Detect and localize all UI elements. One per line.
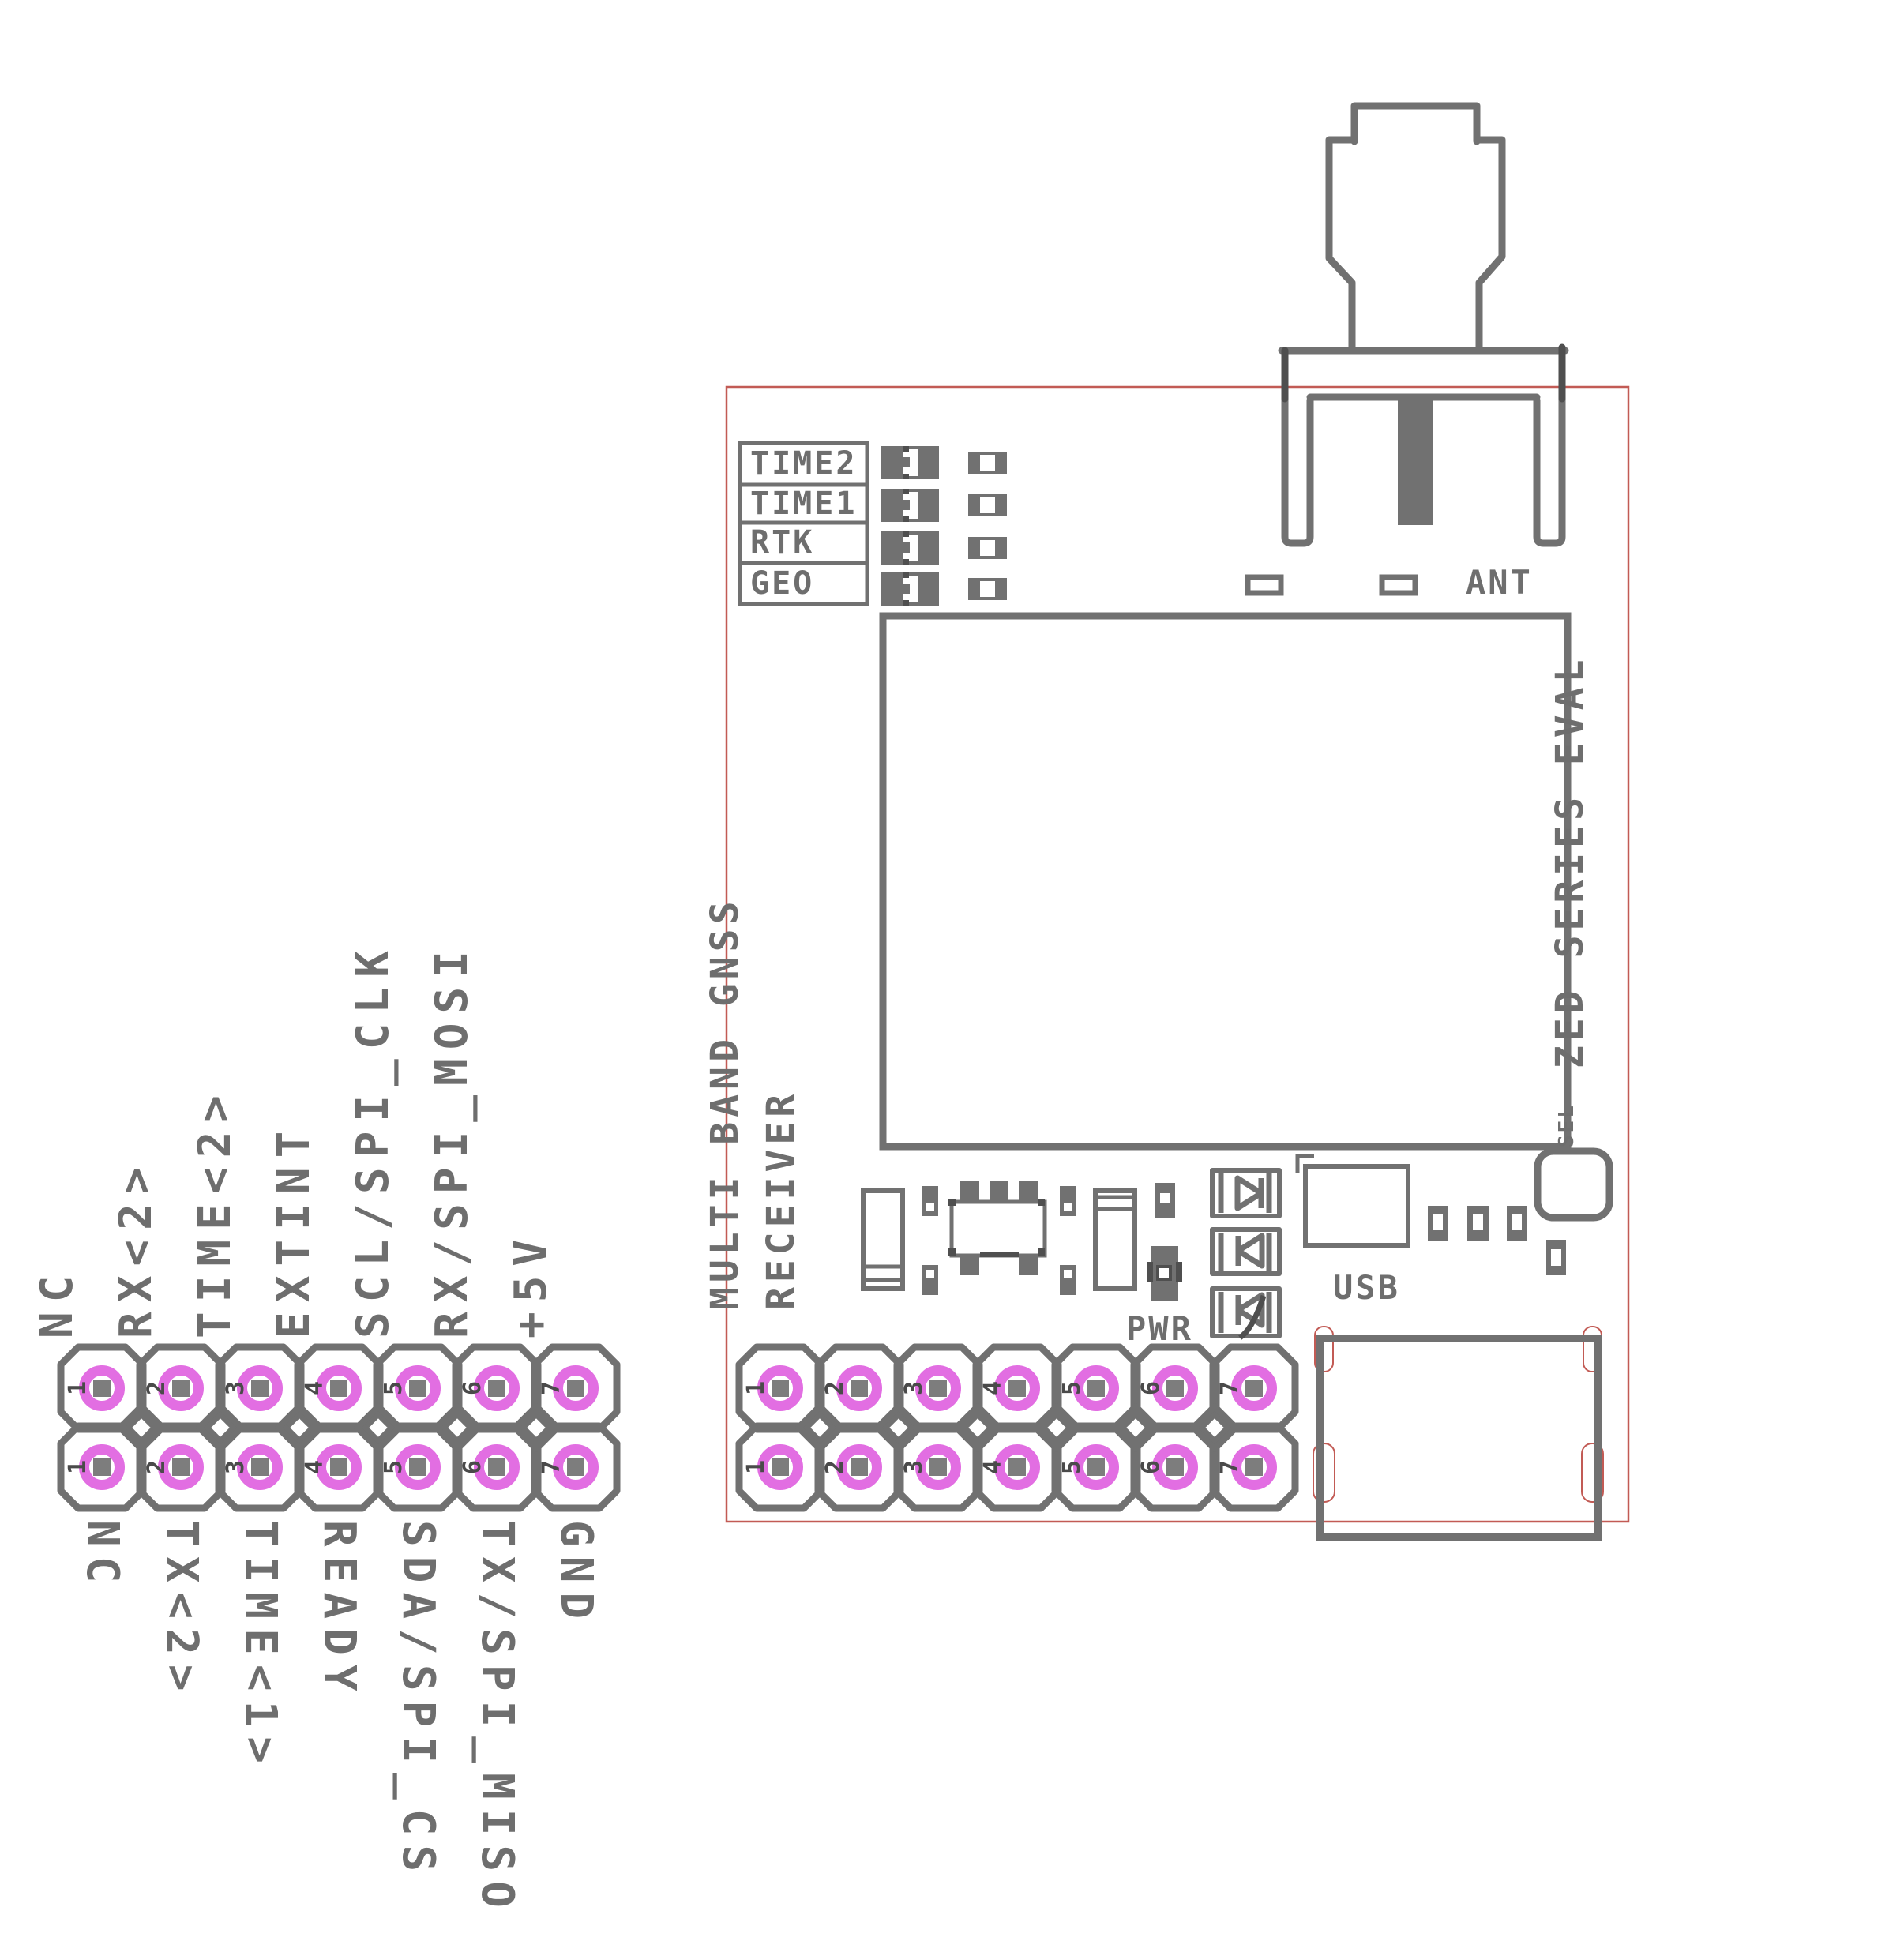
ext-pin-row2-6: 6 — [459, 1459, 486, 1475]
pwr-led-footprint — [1147, 1246, 1182, 1301]
header-top-label-2: RX<2> — [111, 1158, 162, 1338]
board-pin-row1-5: 5 — [1058, 1380, 1086, 1396]
sel-label: SEL — [1555, 1103, 1579, 1147]
board-pin-row1-1: 1 — [742, 1380, 770, 1396]
led-label-2: TIME1 — [750, 486, 858, 522]
led-resistor-footprints — [968, 452, 1007, 600]
header-top-label-6: RX/SPI_MOSI — [426, 941, 478, 1338]
board-pin-row1-7: 7 — [1216, 1380, 1244, 1396]
gnss-module-outline — [879, 612, 1572, 1151]
antenna-flange — [1278, 347, 1569, 401]
ext-pin-row2-7: 7 — [538, 1459, 565, 1475]
ext-pin-row1-3: 3 — [222, 1380, 250, 1396]
small-pads-trio — [1428, 1206, 1527, 1241]
usb-label: USB — [1333, 1268, 1400, 1307]
led-footprint-geo — [881, 572, 939, 606]
capacitor-left — [861, 1188, 905, 1291]
antenna-right-leg — [1533, 350, 1566, 547]
ext-pin-row1-6: 6 — [459, 1380, 486, 1396]
board-pin-row2-6: 6 — [1137, 1459, 1165, 1475]
ext-pin-row2-2: 2 — [143, 1459, 171, 1475]
led-footprint-rtk — [881, 531, 939, 565]
header-bottom-label-6: TX/SPI_MISO — [471, 1520, 523, 1917]
led-footprint-time1 — [881, 489, 939, 522]
board-header-footprint — [735, 1343, 1299, 1512]
header-top-label-4: EXTINT — [269, 1121, 320, 1338]
led-label-1: TIME2 — [750, 445, 858, 482]
header-bottom-label-4: READY — [314, 1520, 365, 1701]
led-indicator-block — [738, 441, 1007, 606]
board-pin-row1-4: 4 — [979, 1380, 1007, 1396]
diode-3 — [1210, 1286, 1282, 1340]
silkscreen-title-line1: MULTI BAND GNSS — [703, 896, 747, 1310]
ext-pin-row1-1: 1 — [64, 1380, 92, 1396]
antenna-board-overlap — [1281, 343, 1566, 403]
board-pin-row2-5: 5 — [1058, 1459, 1086, 1475]
board-pin-row2-2: 2 — [821, 1459, 849, 1475]
board-pin-row2-7: 7 — [1216, 1459, 1244, 1475]
header-top-label-1: NC — [32, 1266, 83, 1338]
led-label-3: RTK — [750, 524, 815, 561]
antenna-label: ANT — [1466, 563, 1533, 602]
ext-pin-row1-5: 5 — [380, 1380, 407, 1396]
external-header-footprint — [57, 1343, 621, 1512]
antenna-feed-pads — [1245, 574, 1418, 596]
header-top-label-3: TIME<2> — [190, 1085, 241, 1338]
diode-2 — [1210, 1227, 1282, 1276]
antenna-center-pin — [1398, 399, 1433, 525]
small-pad-d — [1546, 1240, 1566, 1275]
board-pin-row1-6: 6 — [1137, 1380, 1165, 1396]
ext-pin-row1-7: 7 — [538, 1380, 565, 1396]
usb-mount-slots — [1313, 1326, 1604, 1503]
board-pin-row2-3: 3 — [900, 1459, 928, 1475]
header-bottom-label-7: GND — [550, 1520, 602, 1629]
usb-connector-outline — [1316, 1335, 1602, 1541]
board-pin-row2-1: 1 — [742, 1459, 770, 1475]
module-side-label: ZED SERIES EVAL — [1548, 655, 1592, 1068]
header-bottom-label-5: SDA/SPI_CS — [392, 1520, 444, 1882]
small-pads-a — [922, 1186, 938, 1295]
ext-pin-row2-4: 4 — [301, 1459, 329, 1475]
passive-components — [861, 1147, 1613, 1340]
ext-pin-row2-1: 1 — [64, 1459, 92, 1475]
board-pin-row1-2: 2 — [821, 1380, 849, 1396]
header-bottom-label-2: TX<2> — [156, 1520, 207, 1701]
small-pad-c — [1155, 1183, 1175, 1218]
small-pads-b — [1060, 1186, 1076, 1295]
usb-component — [1295, 1154, 1410, 1248]
led-label-4: GEO — [750, 565, 815, 602]
header-top-label-7: +5V — [505, 1229, 557, 1338]
board-pin-row2-4: 4 — [979, 1459, 1007, 1475]
sma-antenna-connector — [1278, 102, 1569, 547]
board-outline — [725, 385, 1630, 1523]
capacitor-right — [1093, 1188, 1137, 1291]
pin-headers — [57, 1343, 1299, 1512]
silkscreen-title-line2: RECEIVER — [759, 1089, 803, 1310]
led-footprints — [881, 446, 939, 606]
ext-pin-row2-3: 3 — [222, 1459, 250, 1475]
diode-footprints — [1210, 1168, 1282, 1340]
header-top-label-5: SCL/SPI_CLK — [347, 941, 399, 1338]
board-pin-row1-3: 3 — [900, 1380, 928, 1396]
antenna-body-outline — [1325, 102, 1506, 355]
diode-1 — [1210, 1168, 1282, 1218]
pwr-label: PWR — [1126, 1309, 1193, 1348]
antenna-left-leg — [1281, 350, 1314, 547]
ext-pin-row1-2: 2 — [143, 1380, 171, 1396]
ext-pin-row1-4: 4 — [301, 1380, 329, 1396]
led-footprint-time2 — [881, 446, 939, 479]
sel-button — [1534, 1147, 1613, 1222]
header-bottom-label-3: TIME<1> — [235, 1520, 286, 1774]
ext-pin-row2-5: 5 — [380, 1459, 407, 1475]
header-bottom-label-1: NC — [77, 1520, 128, 1593]
sot23-regulator — [948, 1181, 1047, 1275]
